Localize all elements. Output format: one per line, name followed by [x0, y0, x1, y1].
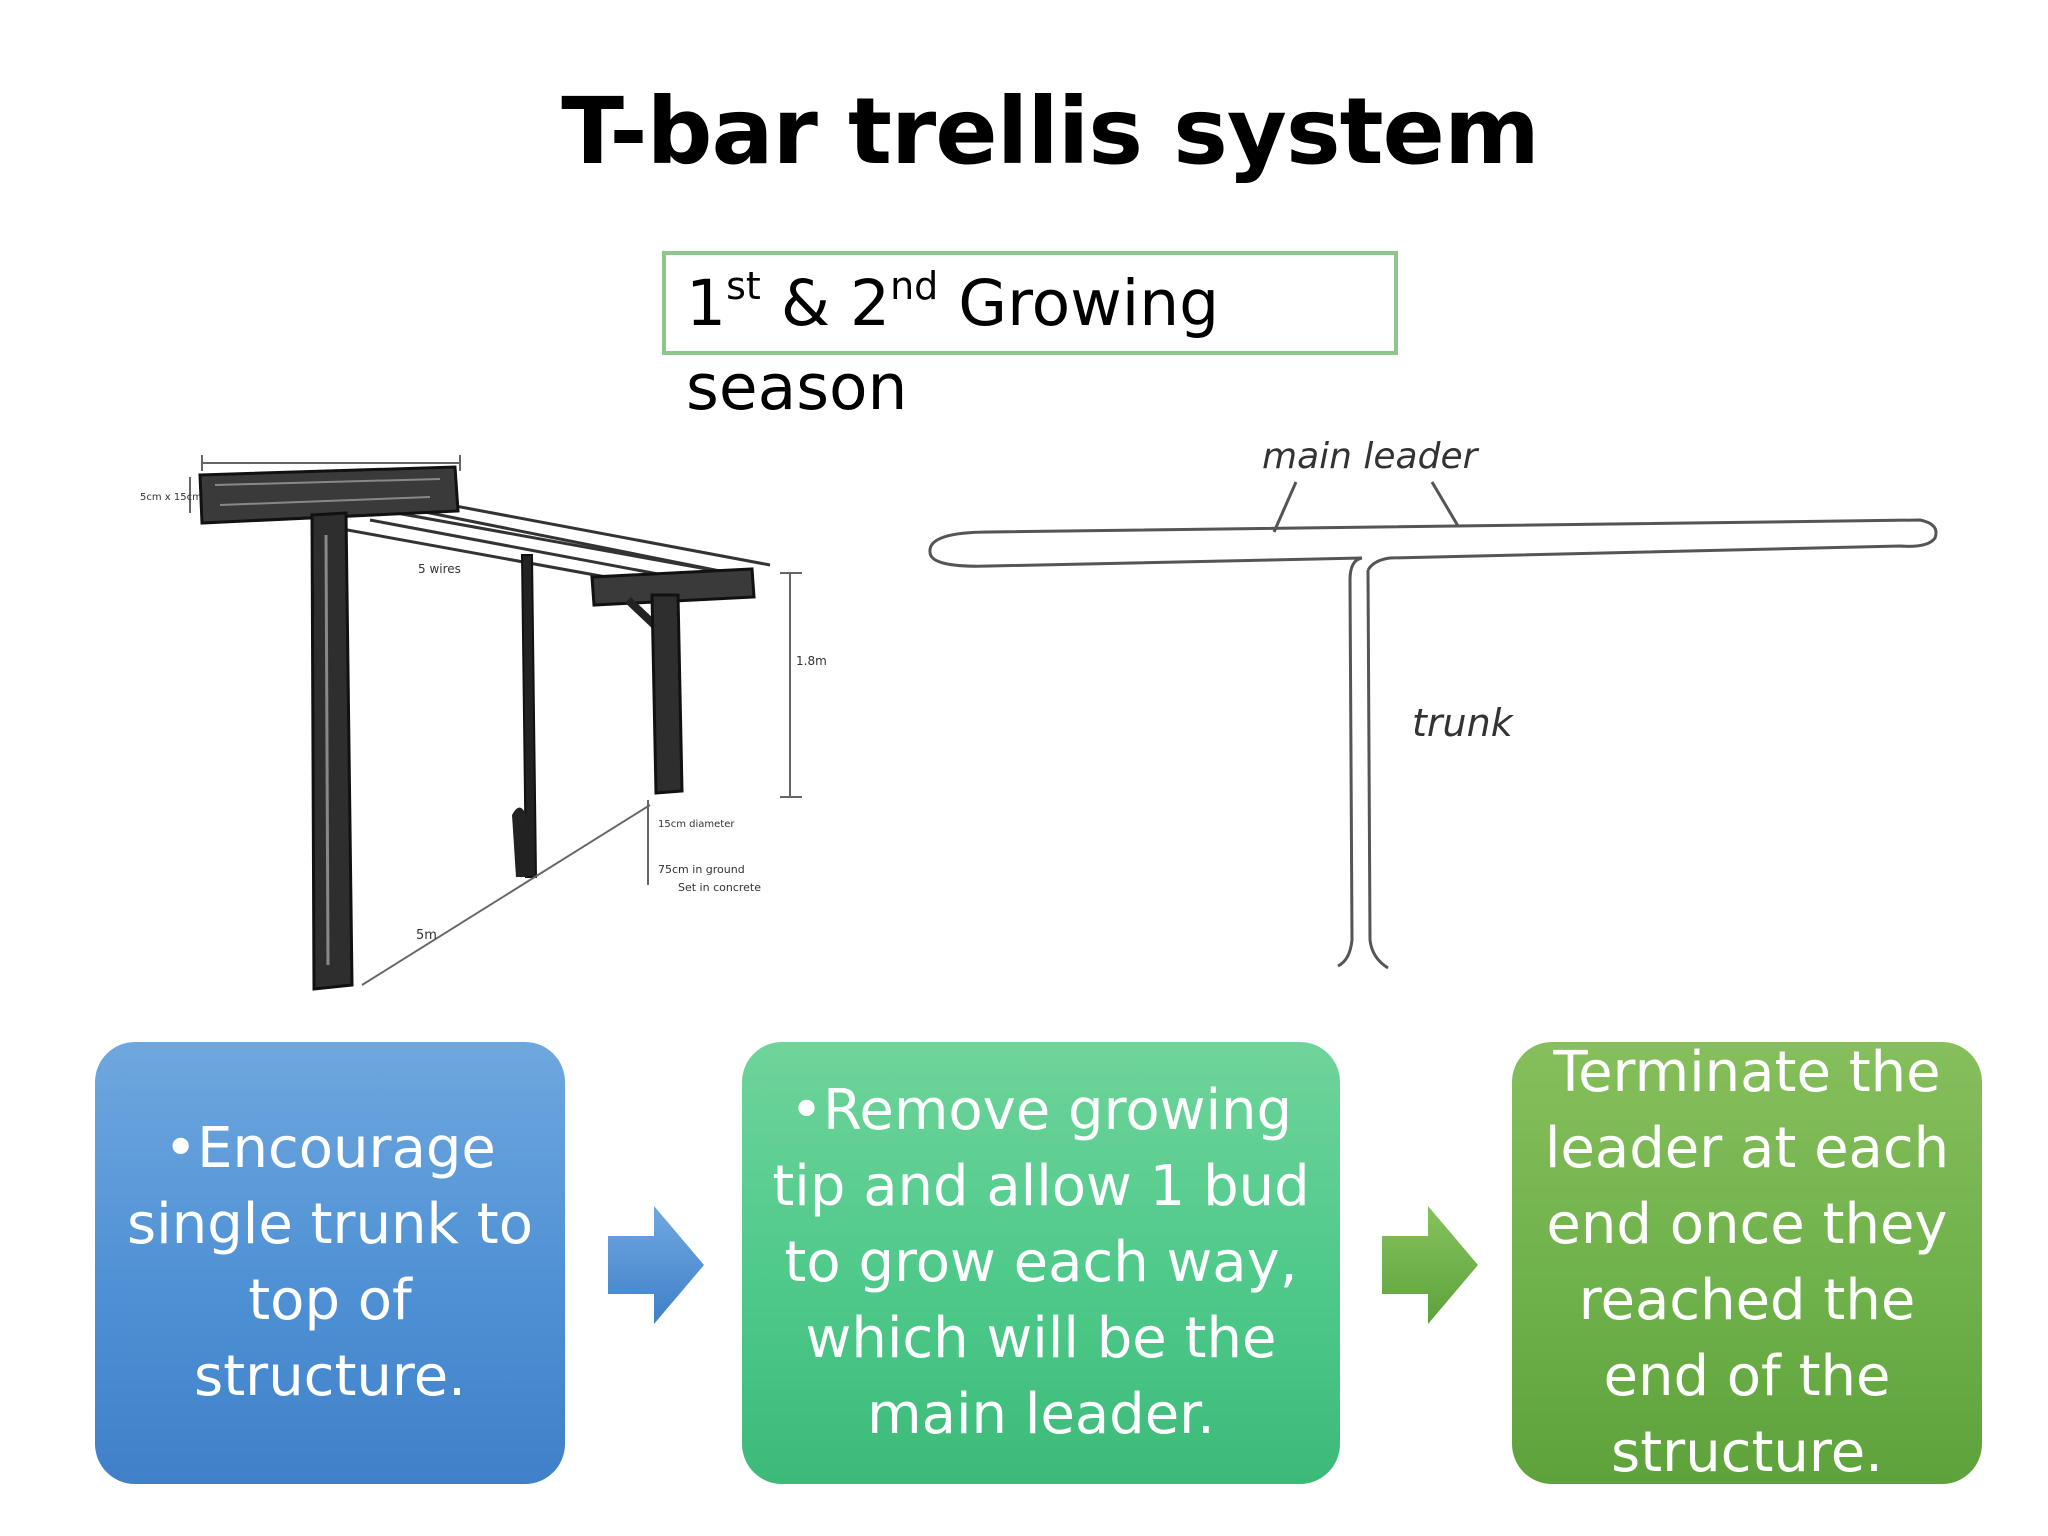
main-leader-sketch: main leader trunk — [928, 436, 1938, 970]
height-label: 1.8m — [796, 654, 827, 668]
trellis-structure-sketch: 5cm x 15cm 5 wires 1.8m 15cm diameter 75… — [140, 455, 827, 991]
ground-label: 75cm in ground — [658, 863, 745, 876]
slide-title: T-bar trellis system — [561, 78, 1540, 185]
step-2-text: •Remove growing tip and allow 1 bud to g… — [772, 1078, 1310, 1447]
trunk-label: trunk — [1412, 701, 1515, 745]
spacing-label: 5m — [416, 928, 437, 943]
step-1-box: •Encourage single trunk to top of struct… — [95, 1042, 565, 1484]
main-leader-label: main leader — [1262, 436, 1480, 477]
arrow-right-icon — [1382, 1206, 1478, 1324]
diameter-label: 15cm diameter — [658, 819, 735, 830]
step-3-box: Terminate the leader at each end once th… — [1512, 1040, 1982, 1485]
step-3-text: Terminate the leader at each end once th… — [1544, 1040, 1950, 1485]
step-2-box: •Remove growing tip and allow 1 bud to g… — [742, 1042, 1340, 1484]
beam-size-label: 5cm x 15cm — [140, 492, 202, 503]
season-box — [662, 251, 1398, 355]
season-label: 1st & 2nd Growing season — [686, 264, 1220, 424]
concrete-label: Set in concrete — [678, 881, 761, 894]
arrow-right-icon — [608, 1206, 704, 1324]
step-1-text: •Encourage single trunk to top of struct… — [127, 1116, 533, 1409]
wires-label: 5 wires — [418, 562, 461, 576]
